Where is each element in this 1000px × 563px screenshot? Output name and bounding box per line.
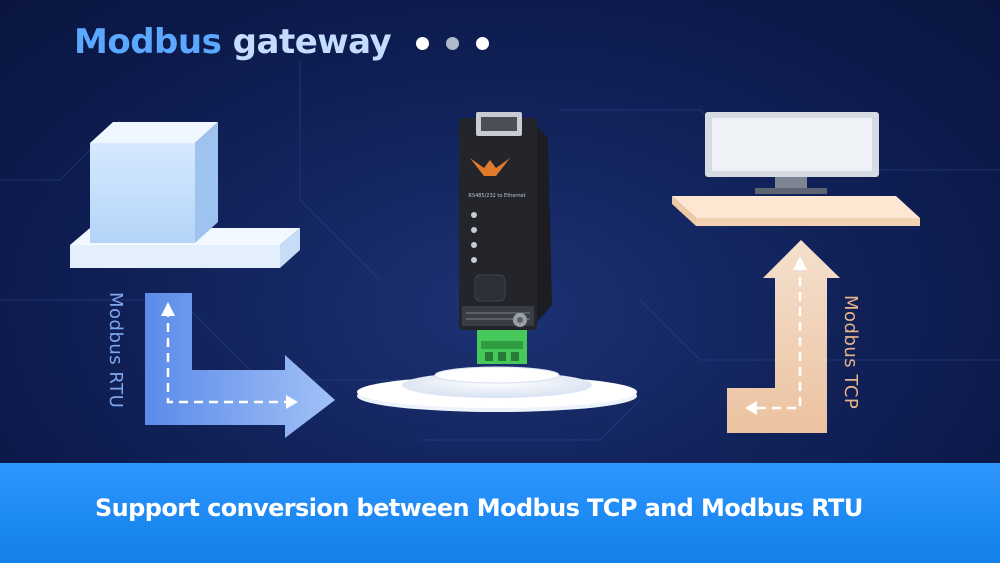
svg-text:RS485/232 to Ethernet: RS485/232 to Ethernet (468, 193, 525, 199)
caption-text: Support conversion between Modbus TCP an… (95, 494, 863, 522)
cube-icon (70, 122, 300, 268)
modbus-tcp-label: Modbus TCP (840, 295, 861, 409)
pedestal (357, 367, 637, 412)
gateway-device: RS485/232 to Ethernet (459, 112, 552, 364)
tcp-flow-arrow (727, 240, 840, 433)
monitor-icon (672, 112, 920, 226)
modbus-rtu-label: Modbus RTU (105, 292, 126, 408)
rtu-flow-arrow (145, 293, 335, 438)
caption-band: Support conversion between Modbus TCP an… (0, 463, 1000, 563)
